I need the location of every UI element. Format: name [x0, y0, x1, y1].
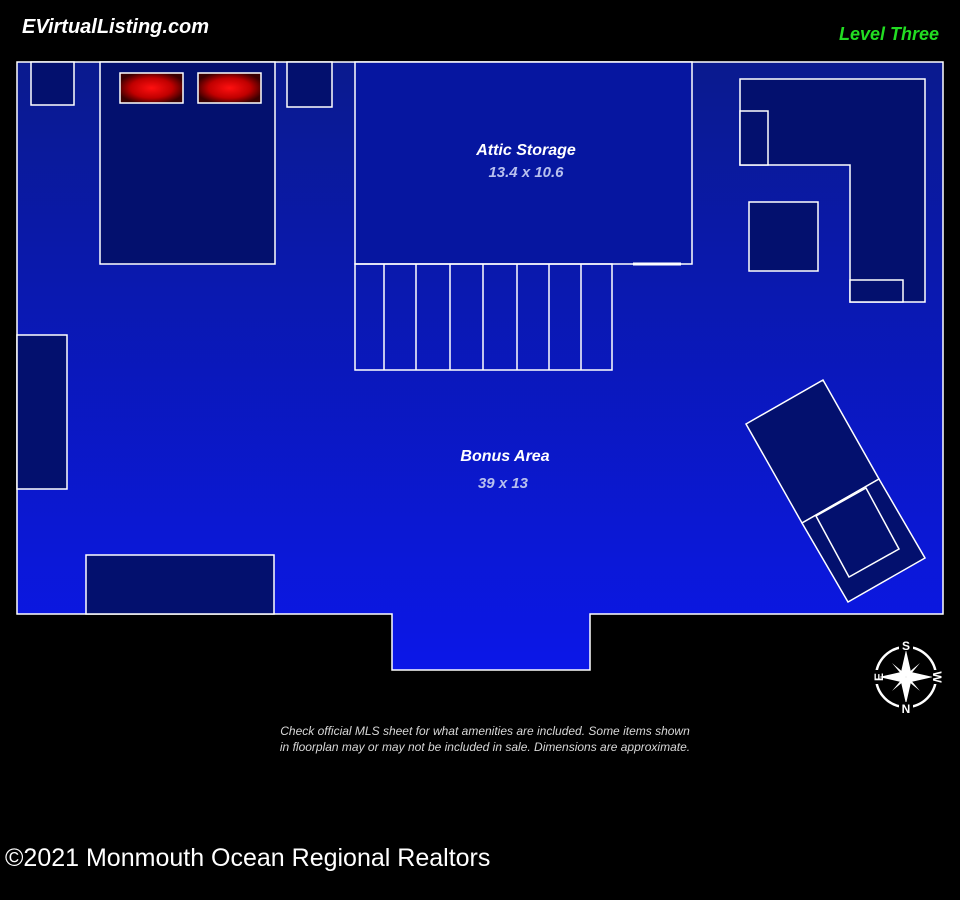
- disclaimer-line-2: in floorplan may or may not be included …: [279, 740, 691, 754]
- bench: [85, 554, 275, 615]
- nightstand-right: [286, 61, 333, 108]
- sofa-arm-bottom: [849, 279, 904, 303]
- compass-east-label: E: [872, 673, 886, 681]
- attic-storage-room: [354, 61, 693, 265]
- attic-room-name: Attic Storage: [475, 142, 576, 159]
- disclaimer-line-1: Check official MLS sheet for what amenit…: [280, 724, 690, 738]
- sofa-arm-top: [739, 110, 769, 166]
- attic-room-dimensions: 13.4 x 10.6: [488, 164, 564, 181]
- recliner-chair: [744, 378, 927, 604]
- copyright-text: ©2021 Monmouth Ocean Regional Realtors: [5, 844, 491, 872]
- compass-west-label: W: [930, 671, 944, 683]
- level-label: Level Three: [838, 24, 939, 44]
- coffee-table: [748, 201, 819, 272]
- compass-north-label: N: [902, 702, 911, 716]
- bonus-room-name: Bonus Area: [460, 448, 549, 465]
- compass-south-label: S: [902, 639, 910, 653]
- brand-logo-text: EVirtualListing.com: [22, 16, 210, 38]
- nightstand-left: [30, 61, 75, 106]
- bonus-room-dimensions: 39 x 13: [478, 475, 529, 492]
- compass-rose-icon: S N E W: [868, 638, 944, 716]
- side-cabinet: [16, 334, 68, 490]
- pillow-left: [119, 72, 184, 104]
- staircase: [354, 263, 613, 371]
- pillow-right: [197, 72, 262, 104]
- disclaimer-text: Check official MLS sheet for what amenit…: [270, 723, 700, 755]
